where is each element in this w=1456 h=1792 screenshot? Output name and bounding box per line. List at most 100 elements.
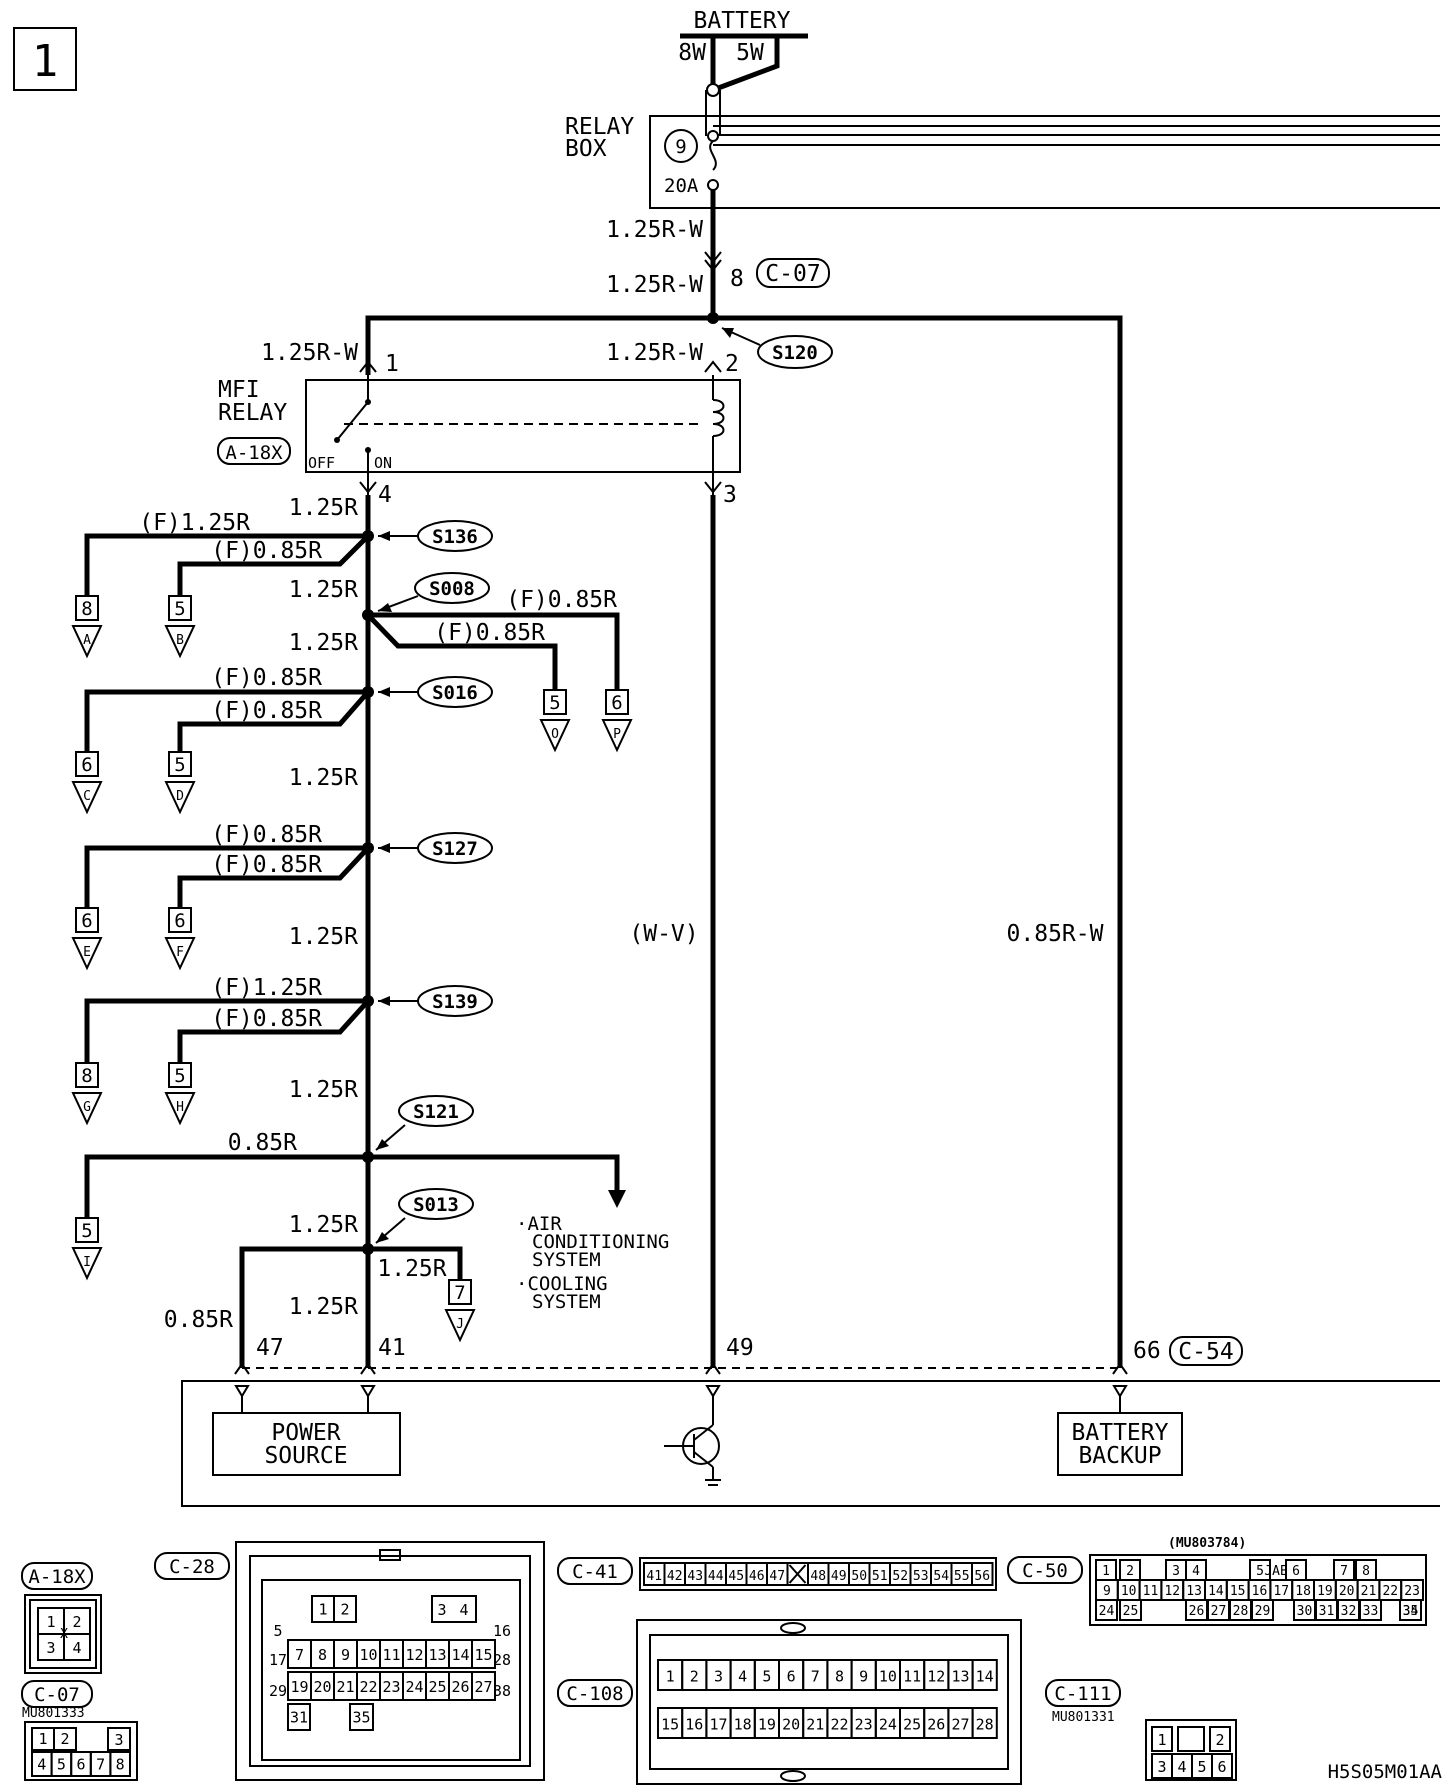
wire-label-trunk4: 1.25R: [289, 924, 358, 950]
c07-pin: 8: [116, 1755, 125, 1773]
c07-pin: 5: [57, 1755, 66, 1773]
branch-label-c: (F)0.85R: [211, 665, 322, 691]
c28-pin: 24: [405, 1678, 423, 1696]
terminal-c: 6C: [71, 751, 103, 815]
wire-label-feed2: 1.25R-W: [606, 272, 703, 298]
system-notes: ·AIR CONDITIONING SYSTEM ·COOLING SYSTEM: [516, 1213, 669, 1313]
c41-pin: 49: [831, 1569, 847, 1584]
connector-pinouts: A-18X C-07 MU801333 C-28 C-41 (MU803784)…: [21, 1536, 1427, 1785]
c108-pin: 3: [714, 1668, 723, 1686]
splice-group-s016: (F)0.85R (F)0.85R S016: [84, 665, 493, 752]
c28-pin: 38: [493, 1682, 511, 1700]
c50-pin: 3: [1172, 1564, 1180, 1579]
c50-pin: 30: [1297, 1604, 1313, 1619]
branch-label-i: 0.85R: [228, 1130, 297, 1156]
c50-pin: 23: [1404, 1584, 1420, 1599]
c50-pin: 34: [1403, 1604, 1419, 1619]
c07-pin: 3: [114, 1731, 123, 1749]
c28-pin: 20: [313, 1678, 331, 1696]
terminal-pin-p: 6: [611, 692, 622, 714]
c50-pin: 26: [1189, 1604, 1205, 1619]
note-line-1: ·AIR: [516, 1213, 562, 1235]
terminal-dest-b: B: [176, 633, 184, 648]
relay-box: RELAY BOX 9 20A: [565, 90, 1440, 209]
a18x-pin: 4: [72, 1639, 81, 1657]
wire-label-trunk7: 1.25R: [289, 1294, 358, 1320]
c108-pin: 2: [690, 1668, 699, 1686]
c50-pin: 9: [1103, 1584, 1111, 1599]
c50-part-number: (MU803784): [1168, 1536, 1246, 1551]
c108-pin: 24: [879, 1716, 897, 1734]
c108-pin: 23: [855, 1716, 873, 1734]
wire-label-trunk1: 1.25R: [289, 577, 358, 603]
a18x-connector-tag: A-18X: [225, 442, 283, 464]
terminal-dest-o: O: [551, 727, 559, 742]
c28-pin: 9: [341, 1646, 350, 1664]
branch-label-e: (F)0.85R: [211, 822, 322, 848]
c108-pin: 5: [762, 1668, 771, 1686]
c50-pin: 21: [1361, 1584, 1377, 1599]
c50-pin: 16: [1252, 1584, 1268, 1599]
c41-pin: 52: [892, 1569, 908, 1584]
c50-pin: 22: [1382, 1584, 1398, 1599]
wire-label-trunk6: 1.25R: [289, 1212, 358, 1238]
wire-label-trunk2: 1.25R: [289, 630, 358, 656]
c108-pin: 14: [976, 1668, 994, 1686]
c41-pin: 54: [933, 1569, 949, 1584]
c108-pin: 21: [806, 1716, 824, 1734]
c28-pin: 19: [290, 1678, 308, 1696]
splice-s136: S136: [432, 526, 478, 548]
terminal-o: 5O: [539, 689, 571, 753]
c108-pin: 16: [685, 1716, 703, 1734]
terminal-dest-d: D: [176, 789, 184, 804]
terminal-pin-c: 6: [81, 754, 92, 776]
c28-pin: 1: [318, 1601, 327, 1619]
c28-pin: 29: [269, 1682, 287, 1700]
ecu-pin-47: 47: [256, 1335, 284, 1361]
terminal-pin-a: 8: [81, 598, 92, 620]
terminal-b: 5B: [164, 595, 196, 659]
c108-pin: 4: [738, 1668, 747, 1686]
pinout-c50-tag: C-50: [1022, 1560, 1068, 1582]
battery: BATTERY 8W 5W: [678, 8, 808, 97]
terminal-pin-d: 5: [174, 754, 185, 776]
relay-box-label-2: BOX: [565, 136, 607, 162]
c50-pin: 14: [1208, 1584, 1224, 1599]
c111-pin: 4: [1177, 1758, 1186, 1776]
page-number: 1: [13, 27, 77, 91]
c108-pin: 9: [859, 1668, 868, 1686]
note-line-3: SYSTEM: [532, 1249, 601, 1271]
power-source-label-2: SOURCE: [264, 1443, 347, 1469]
ecu-pin-66: 66: [1133, 1338, 1161, 1364]
c50-pin: 20: [1339, 1584, 1355, 1599]
c41-pin: 53: [913, 1569, 929, 1584]
transistor-icon: [664, 1395, 721, 1486]
trunk: 1.25R 1.25R 1.25R 1.25R 1.25R 1.25R 1.25…: [289, 495, 371, 1368]
c28-pin: 2: [340, 1601, 349, 1619]
c28-pin: 5: [273, 1622, 282, 1640]
bus-s120: S120 1.25R-W 1.25R-W: [261, 312, 1123, 1368]
c41-pin: 56: [974, 1569, 990, 1584]
c07-pin: 1: [38, 1730, 47, 1748]
wire-label-relay2: 1.25R-W: [606, 340, 703, 366]
terminal-p: 6P: [601, 689, 633, 753]
terminal-dest-g: G: [83, 1100, 91, 1115]
c28-pin: 22: [359, 1678, 377, 1696]
c41-pin: 47: [769, 1569, 785, 1584]
c28-pin: 12: [405, 1646, 423, 1664]
c28-pin: 16: [493, 1622, 511, 1640]
c41-pin: 46: [749, 1569, 765, 1584]
c111-pin: 5: [1197, 1758, 1206, 1776]
relay-pin-4: 4: [378, 482, 392, 508]
pinout-c41-tag: C-41: [572, 1561, 618, 1583]
splice-group-s013: 1.25R 0.85R S013: [164, 1188, 474, 1368]
c28-pin: 21: [336, 1678, 354, 1696]
c07-pin: 4: [37, 1755, 46, 1773]
page-number-text: 1: [32, 36, 59, 87]
c07-pin: 7: [96, 1755, 105, 1773]
c54-connector-tag: C-54: [1178, 1339, 1233, 1365]
c28-pin: 8: [318, 1646, 327, 1664]
c108-pin: 15: [661, 1716, 679, 1734]
c108-pin: 18: [734, 1716, 752, 1734]
